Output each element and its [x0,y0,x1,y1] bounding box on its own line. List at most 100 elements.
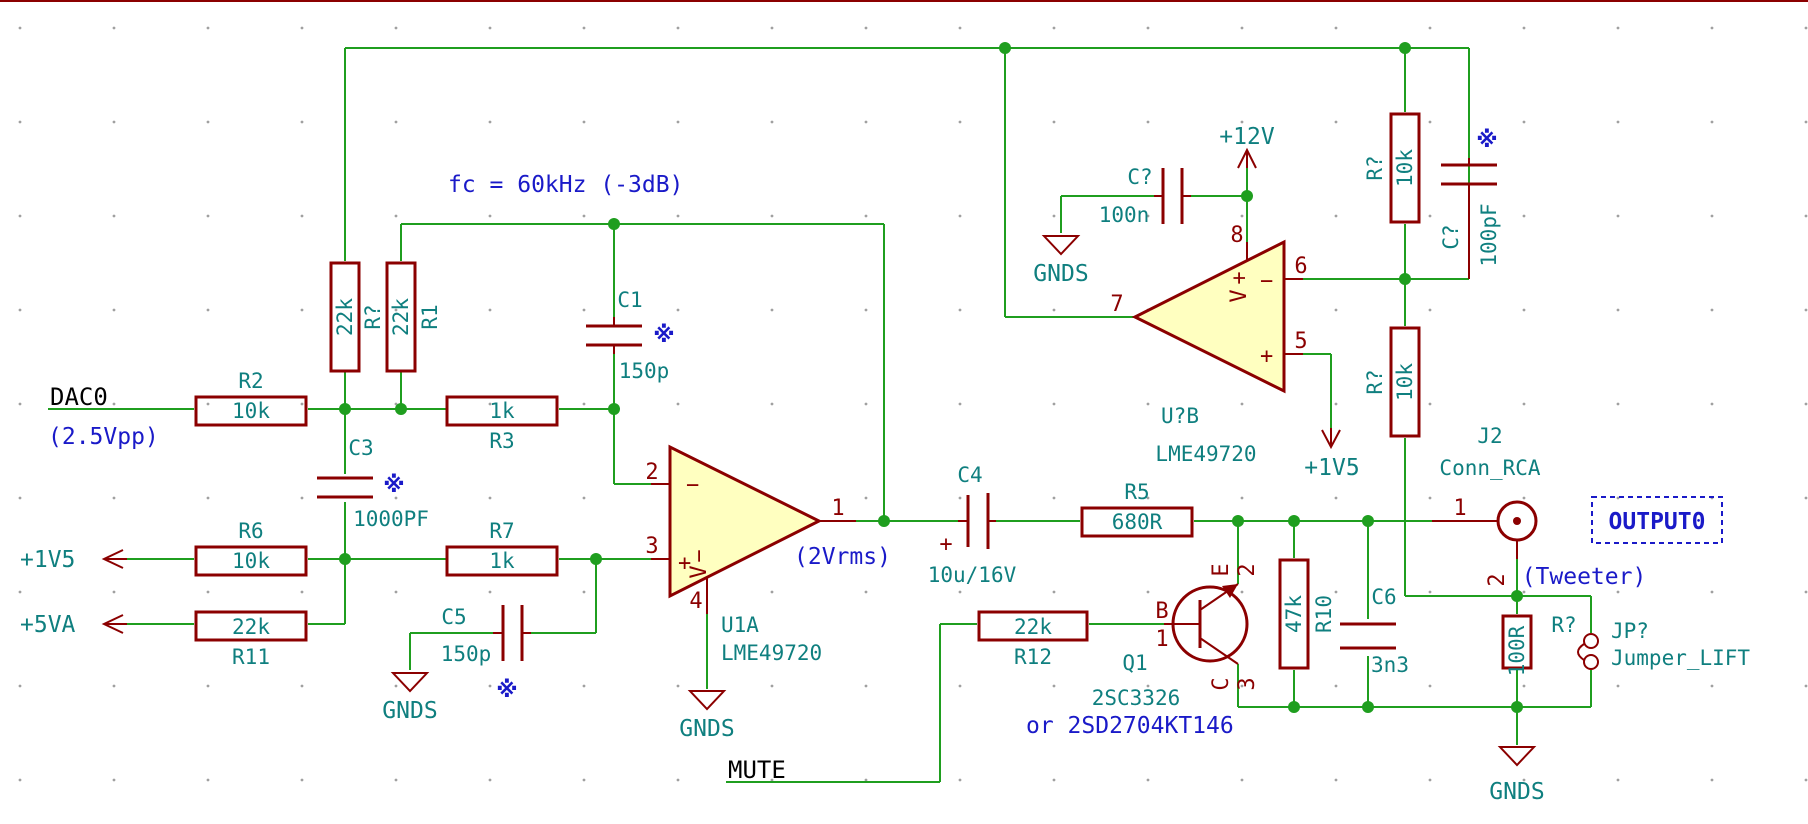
grid-dot [1616,214,1620,218]
resistor-r1: 22k R? R1 [361,261,442,373]
grid-dot [206,402,210,406]
resistor-22k-a: 22k [329,261,361,373]
gnds-c5-label: GNDS [382,698,437,724]
grid-dot [300,684,304,688]
capacitor-bypass: C? 100n [1099,165,1191,227]
u1a-plus-sign: + [678,551,691,576]
grid-dot [958,778,962,782]
jumper-jp: JP? Jumper_LIFT [1577,619,1750,670]
gnds-bypass-label: GNDS [1033,261,1088,287]
grid-dot [958,308,962,312]
grid-dot [864,684,868,688]
grid-dot [300,778,304,782]
grid-dot [1428,496,1432,500]
power-12v: +12V [1219,124,1275,169]
cfb-mark: ※ [1476,128,1497,153]
grid-dot [394,308,398,312]
grid-dot [864,120,868,124]
r3-ref: R3 [489,429,514,453]
grid-dot [394,402,398,406]
grid-dot [1240,496,1244,500]
u1a-ref: U1A [721,613,759,637]
grid-dot [1146,590,1150,594]
grid-dot [676,684,680,688]
grid-dot [1616,308,1620,312]
r7-value: 1k [489,549,515,573]
q1-emitter-pin: 2 [1235,563,1260,576]
c1-ref: C1 [617,288,642,312]
grid-dot [1334,684,1338,688]
grid-dot [1240,120,1244,124]
grid-dot [488,308,492,312]
q1-collector-label: C [1209,677,1234,690]
grid-dot [1804,402,1808,406]
grid-dot [18,684,22,688]
u1a-pin1: 1 [831,496,844,521]
q1-base-pin: 1 [1155,627,1168,652]
resistor-rout: 100R R? [1501,613,1577,676]
grid-dot [1240,684,1244,688]
grid-dot [1522,308,1526,312]
grid-dot [1616,496,1620,500]
grid-dot [394,778,398,782]
opamp-u-b: − + V + 6 5 7 8 U?B LME49720 [1110,223,1307,466]
u1a-pin2: 2 [645,460,658,485]
grid-dot [582,214,586,218]
grid-dot [300,214,304,218]
resistor-r3: 1k R3 [445,395,559,453]
grid-dot [394,496,398,500]
grid-dot [206,496,210,500]
grid-dot [112,214,116,218]
grid-dot [676,26,680,30]
resistor-r5: R5 680R [1080,480,1194,538]
grid-dot [1804,308,1808,312]
capacitor-c3: C3 1000PF ※ [317,436,429,531]
q1-emitter-label: E [1209,563,1234,576]
grid-dot [488,214,492,218]
junctions [339,42,1523,713]
grid-dot [1428,590,1432,594]
hier-label-output0: OUTPUT0 [1591,496,1723,544]
grid-dot [1804,496,1808,500]
grid-dot [770,684,774,688]
power-5va: +5VA [20,612,127,638]
grid-dot [1052,496,1056,500]
hier-label-text: OUTPUT0 [1609,509,1706,535]
note-dac-level: (2.5Vpp) [48,424,159,450]
grid-dot [300,120,304,124]
rtop-ref: R? [1363,155,1387,180]
resistor-r12: 22k R12 [977,610,1089,669]
grid-dot [1616,26,1620,30]
grid-dot [1052,26,1056,30]
grid-dot [1428,120,1432,124]
grid-dot [770,590,774,594]
grid-dot [582,590,586,594]
grid-dot [770,778,774,782]
q1-value: 2SC3326 [1092,686,1181,710]
ub-pin8: 8 [1230,223,1243,248]
grid-dot [1710,120,1714,124]
gnds-c5: GNDS [382,672,438,724]
grid-dot [1804,214,1808,218]
grid-dot [1334,26,1338,30]
r6-value: 10k [232,549,270,573]
c5-ref: C5 [441,605,466,629]
grid-dot [18,590,22,594]
grid-dot [1146,402,1150,406]
net-mute: MUTE [728,756,786,784]
grid-dot [864,26,868,30]
grid-dot [958,590,962,594]
r1-ref2: R? [361,304,385,329]
grid-dot [676,778,680,782]
u1a-pin3: 3 [645,534,658,559]
grid-dot [1334,308,1338,312]
grid-dot [1428,26,1432,30]
ub-plus-sign: + [1260,344,1273,369]
r11-ref: R11 [232,645,270,669]
cfb-value: 100pF [1477,203,1501,266]
grid-dot [18,214,22,218]
capacitor-c4: + C4 10u/16V [928,463,1017,587]
grid-dot [1616,120,1620,124]
grid-dot [1428,402,1432,406]
